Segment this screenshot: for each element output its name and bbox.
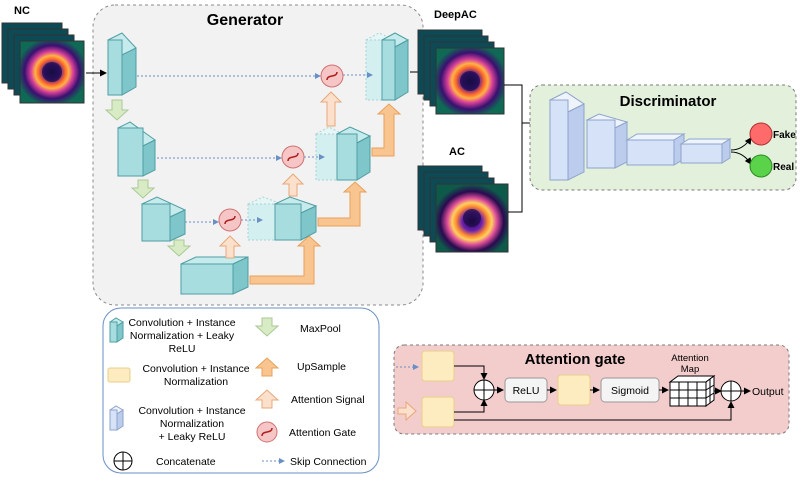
legend-panel [102,307,380,474]
concatenate-icon [113,451,133,471]
bottleneck-block [180,256,249,295]
attention-gate-icon [256,421,278,443]
legend-blue-conv-line1: Convolution + Instance [138,405,245,417]
legend-attention-signal: Attention Signal [291,394,365,406]
concatenate-icon [473,379,495,401]
attention-gate-icon [281,145,305,169]
legend-teal-conv-line3: ReLU [169,343,196,355]
encoder-block-2 [117,121,156,177]
attention-map-label-line2: Map [681,364,699,375]
output-split-arrow [730,151,752,165]
legend-yellow-conv-line1: Convolution + Instance [142,363,249,375]
attention-map-grid-icon [668,375,716,407]
attention-signal-arrow-icon [397,400,417,422]
encoder-block-1 [107,32,137,96]
discriminator-block-3 [625,133,686,166]
attention-signal-arrow-icon [319,91,343,127]
gate-mid-conv [557,374,591,406]
maxpool-arrow-icon [104,99,130,121]
upsample-arrow-icon [249,235,322,285]
decoder-block-3 [246,196,318,241]
legend-teal-conv-line1: Convolution + Instance [128,317,235,329]
yellow-conv-block-icon [107,367,131,383]
gate-input-conv-top [421,350,455,382]
blue-conv-block-icon [109,405,124,431]
decoder-block-2 [314,126,372,181]
upsample-arrow-icon [317,181,368,227]
nc-label: NC [14,5,30,17]
upsample-arrow-icon [254,357,280,377]
encoder-block-3 [140,196,187,242]
legend-concatenate: Concatenate [156,456,216,468]
legend-yellow-conv-line2: Normalization [164,376,228,388]
gate-line [454,399,488,413]
legend-skip-connection: Skip Connection [290,456,367,468]
cardiac-scan-image [417,165,509,253]
attention-gate-title: Attention gate [525,351,626,368]
decoder-block-1 [364,32,410,101]
legend-blue-conv-line3: + Leaky ReLU [159,431,226,443]
attention-map-label-line1: Attention [671,353,709,364]
gate-line [454,365,488,380]
discriminator-block-1 [549,91,585,181]
attention-signal-arrow-icon [281,173,305,197]
sigmoid-label: Sigmoid [611,385,649,397]
cardiac-scan-image [1,22,85,104]
discriminator-block-2 [585,113,629,169]
attention-signal-arrow-icon [218,235,242,259]
discriminator-block-4 [679,138,732,164]
output-split-arrow [730,137,752,151]
maxpool-arrow-icon [130,179,156,199]
teal-conv-block-icon [109,317,124,343]
legend-attention-gate: Attention Gate [289,427,356,439]
deepac-label: DeepAC [434,9,477,21]
legend-maxpool: MaxPool [300,323,341,335]
legend-teal-conv-line2: Normalization + Leaky [130,330,235,342]
concatenate-icon [720,380,742,402]
fake-label: Fake [773,130,796,141]
real-label: Real [773,162,794,173]
legend-upsample: UpSample [297,361,346,373]
upsample-arrow-icon [371,103,402,157]
attention-gate-icon [320,64,344,88]
legend-blue-conv-line2: Normalization [160,418,224,430]
ac-label: AC [449,146,465,158]
cardiac-scan-image [417,29,505,115]
fake-output-circle [749,122,773,146]
discriminator-title: Discriminator [620,93,717,110]
ac-to-discriminator-line [508,123,523,213]
gate-line [454,401,735,421]
maxpool-arrow-icon [166,239,192,257]
relu-label: ReLU [513,385,540,397]
output-label: Output [752,386,784,398]
maxpool-arrow-icon [254,317,280,337]
real-output-circle [749,154,773,178]
generator-title: Generator [207,12,283,29]
attention-signal-arrow-icon [254,389,280,409]
attention-gate-icon [218,208,242,232]
gate-input-conv-bottom [421,396,455,428]
